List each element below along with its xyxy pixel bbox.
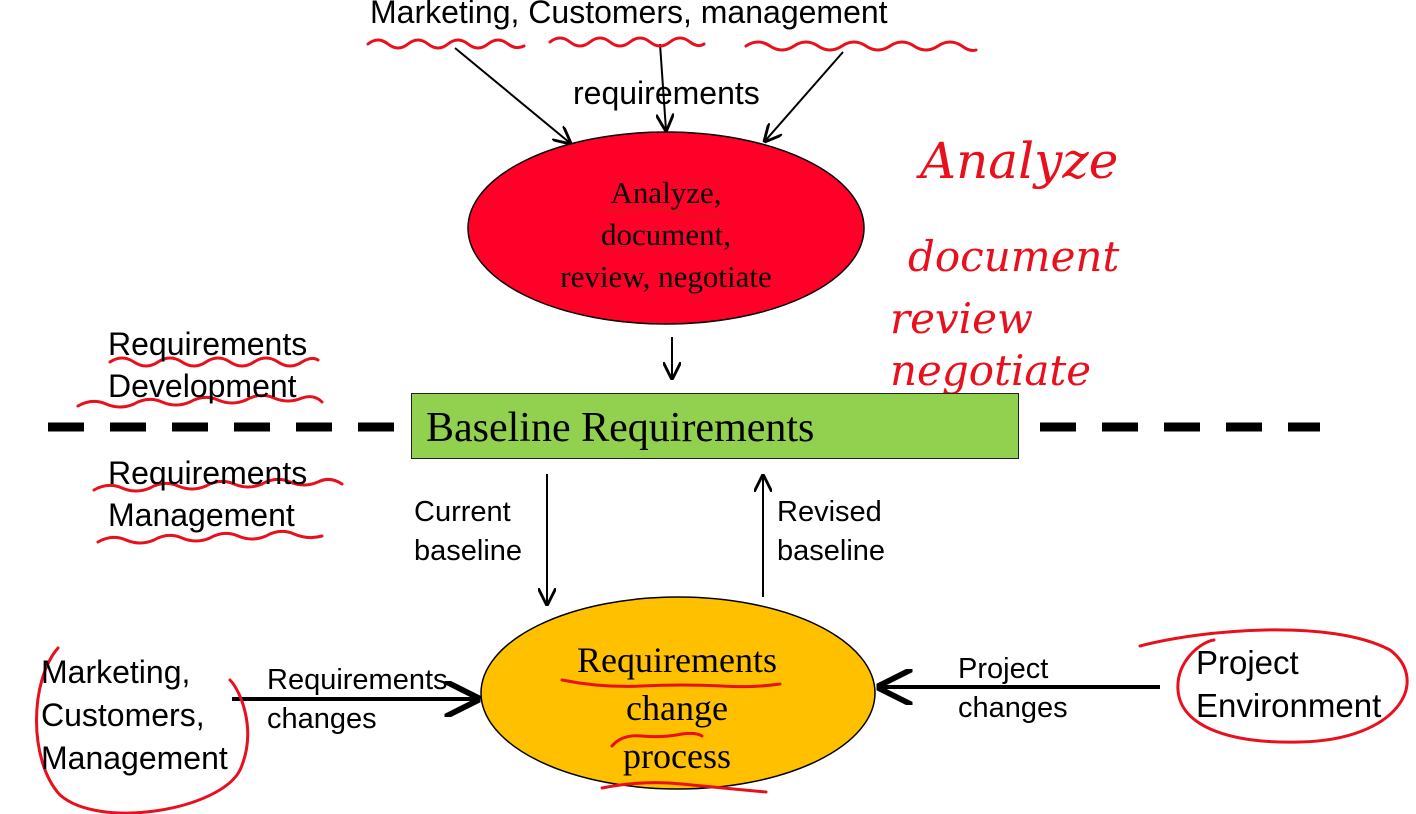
project-env-line-2: Environment xyxy=(1196,687,1382,724)
arrow-management-to-analyze xyxy=(765,51,844,141)
squiggle-req-development-2 xyxy=(76,393,324,409)
handwritten-analyze: Analyze xyxy=(920,132,1119,190)
underline-process-2 xyxy=(600,781,768,794)
analyze-line-2: document, xyxy=(601,217,731,252)
underline-process xyxy=(610,731,704,748)
arrow-customers-to-analyze xyxy=(660,43,666,130)
requirements-development-label: Requirements Development xyxy=(108,323,307,407)
change-line-1: Requirements xyxy=(577,640,777,680)
project-env-line-1: Project xyxy=(1196,644,1299,681)
bottom-source-line-1: Marketing, xyxy=(41,654,191,690)
change-line-3: process xyxy=(623,736,731,776)
project-environment-label: Project Environment xyxy=(1196,641,1381,727)
underline-analyze xyxy=(600,206,724,219)
revised-baseline-label: Revised baseline xyxy=(777,493,885,571)
current-baseline-label: Current baseline xyxy=(414,493,522,571)
circle-project-environment xyxy=(1138,628,1409,744)
circle-marketing-customers xyxy=(35,646,250,814)
baseline-requirements-box: Baseline Requirements xyxy=(411,393,1019,459)
project-changes-label: Project changes xyxy=(958,650,1068,728)
baseline-requirements-label: Baseline Requirements xyxy=(426,405,815,451)
revised-baseline-line-1: Revised xyxy=(777,496,882,528)
handwritten-document: document xyxy=(908,232,1120,281)
project-changes-line-2: changes xyxy=(958,692,1068,724)
requirements-changes-label: Requirements changes xyxy=(267,661,448,739)
analyze-line-1: Analyze, xyxy=(610,175,722,210)
project-changes-line-1: Project xyxy=(958,653,1049,685)
squiggle-customers xyxy=(548,36,706,48)
bottom-source-line-2: Customers, xyxy=(41,697,205,733)
change-process-ellipse xyxy=(480,596,876,790)
top-sources-label: Marketing, Customers, management xyxy=(370,0,888,30)
req-mgmt-line-2: Management xyxy=(108,497,295,533)
underline-requirements xyxy=(560,678,782,689)
req-dev-line-2: Development xyxy=(108,368,297,404)
revised-baseline-line-2: baseline xyxy=(777,535,886,567)
change-ellipse-text: Requirements change process xyxy=(527,636,827,780)
squiggle-req-development-1 xyxy=(108,356,320,368)
analyze-line-3: review, negotiate xyxy=(560,259,772,294)
arrow-marketing-to-analyze xyxy=(454,47,570,143)
current-baseline-line-2: baseline xyxy=(414,535,523,567)
bottom-left-sources-label: Marketing, Customers, Management xyxy=(41,651,228,780)
squiggle-req-management-1 xyxy=(92,477,344,493)
req-mgmt-line-1: Requirements xyxy=(108,455,308,491)
requirements-arrow-label: requirements xyxy=(573,75,760,111)
squiggle-management xyxy=(744,40,978,52)
current-baseline-line-1: Current xyxy=(414,496,511,528)
bottom-source-line-3: Management xyxy=(41,740,228,776)
req-dev-line-1: Requirements xyxy=(108,326,308,362)
squiggle-marketing xyxy=(366,38,526,50)
handwritten-review: review xyxy=(890,294,1033,343)
requirements-management-label: Requirements Management xyxy=(108,452,307,536)
change-line-2: change xyxy=(626,688,728,728)
analyze-ellipse xyxy=(467,131,865,325)
analyze-ellipse-text: Analyze, document, review, negotiate xyxy=(516,172,816,298)
req-changes-line-2: changes xyxy=(267,703,377,735)
handwritten-negotiate: negotiate xyxy=(890,346,1092,395)
squiggle-req-management-2 xyxy=(96,529,324,545)
req-changes-line-1: Requirements xyxy=(267,664,448,696)
